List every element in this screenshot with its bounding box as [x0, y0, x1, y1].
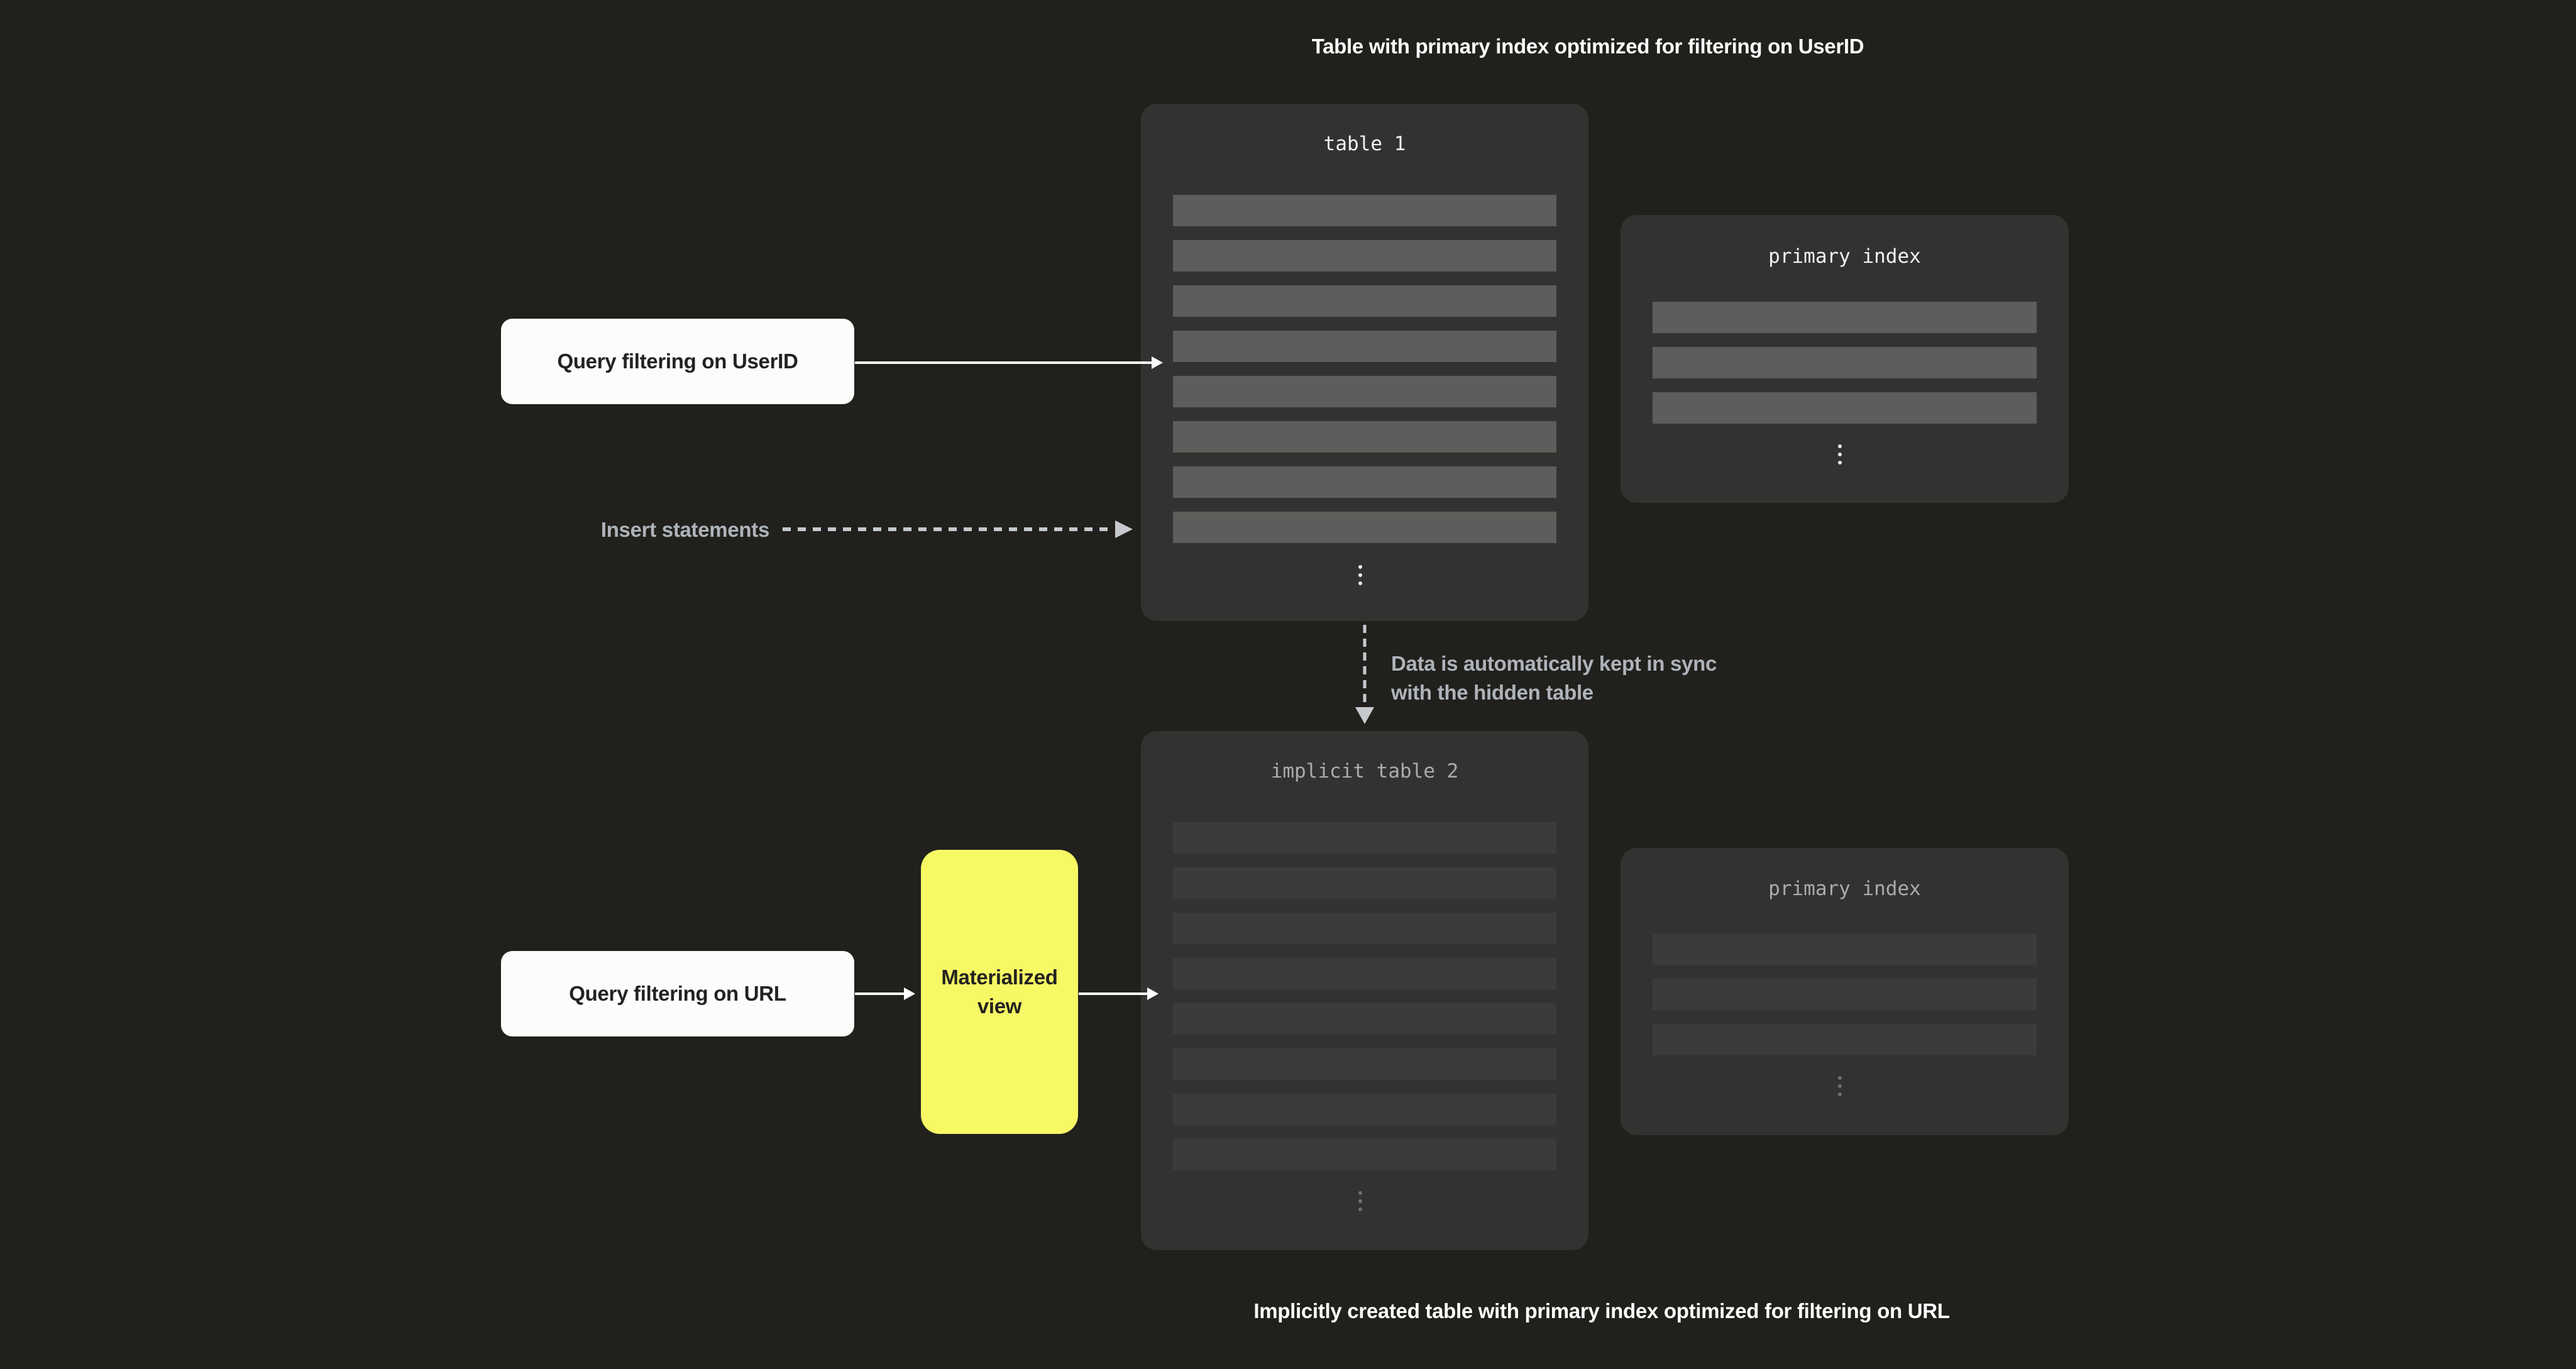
arrow-sync-table1-to-table2	[1355, 625, 1374, 724]
ellipsis-dots	[1358, 1189, 1362, 1213]
ellipsis-dots	[1838, 442, 1842, 466]
table-row	[1173, 1139, 1556, 1170]
table-row	[1173, 1048, 1556, 1080]
insert-statements-label: Insert statements	[600, 518, 769, 541]
table-row	[1173, 512, 1556, 543]
table1-title: table 1	[1323, 133, 1406, 155]
caption-top: Table with primary index optimized for f…	[1311, 35, 1864, 58]
query-url-node: Query filtering on URL	[501, 951, 854, 1036]
table-row	[1173, 421, 1556, 453]
index-row	[1653, 392, 2037, 424]
table-row	[1173, 331, 1556, 362]
table2-panel	[1141, 731, 1588, 1250]
caption-bottom: Implicitly created table with primary in…	[1253, 1299, 1950, 1322]
table-row	[1173, 285, 1556, 317]
sync-note-line2: with the hidden table	[1391, 681, 1593, 704]
sync-note: Data is automatically kept in sync with …	[1391, 649, 1957, 707]
index-row	[1653, 347, 2037, 378]
arrow-query-url-to-mview	[855, 987, 915, 1000]
index-row	[1653, 302, 2037, 333]
table-row	[1173, 1094, 1556, 1125]
ellipsis-dots	[1358, 563, 1362, 587]
table2-title: implicit table 2	[1270, 760, 1459, 783]
ellipsis-dots	[1838, 1074, 1842, 1098]
table-row	[1173, 822, 1556, 854]
table-row	[1173, 1003, 1556, 1035]
table-row	[1173, 376, 1556, 407]
primary-index-bottom-title: primary index	[1768, 877, 1921, 900]
table-row	[1173, 913, 1556, 944]
table1-panel	[1141, 104, 1588, 621]
primary-index-top-title: primary index	[1768, 245, 1921, 268]
table-row	[1173, 958, 1556, 989]
index-row	[1653, 933, 2037, 965]
table-row	[1173, 867, 1556, 899]
materialized-view-node: Materialized view	[921, 850, 1078, 1134]
index-row	[1653, 979, 2037, 1010]
sync-note-line1: Data is automatically kept in sync	[1391, 652, 1717, 675]
query-userid-label: Query filtering on UserID	[557, 349, 798, 373]
arrow-query-userid-to-table1	[855, 356, 1163, 369]
table-row	[1173, 240, 1556, 272]
arrow-insert-statements	[783, 520, 1133, 538]
query-url-label: Query filtering on URL	[569, 982, 786, 1005]
query-userid-node: Query filtering on UserID	[501, 319, 854, 404]
index-row	[1653, 1024, 2037, 1055]
table-row	[1173, 195, 1556, 226]
materialized-view-label: Materialized view	[941, 965, 1058, 1018]
table-row	[1173, 466, 1556, 498]
